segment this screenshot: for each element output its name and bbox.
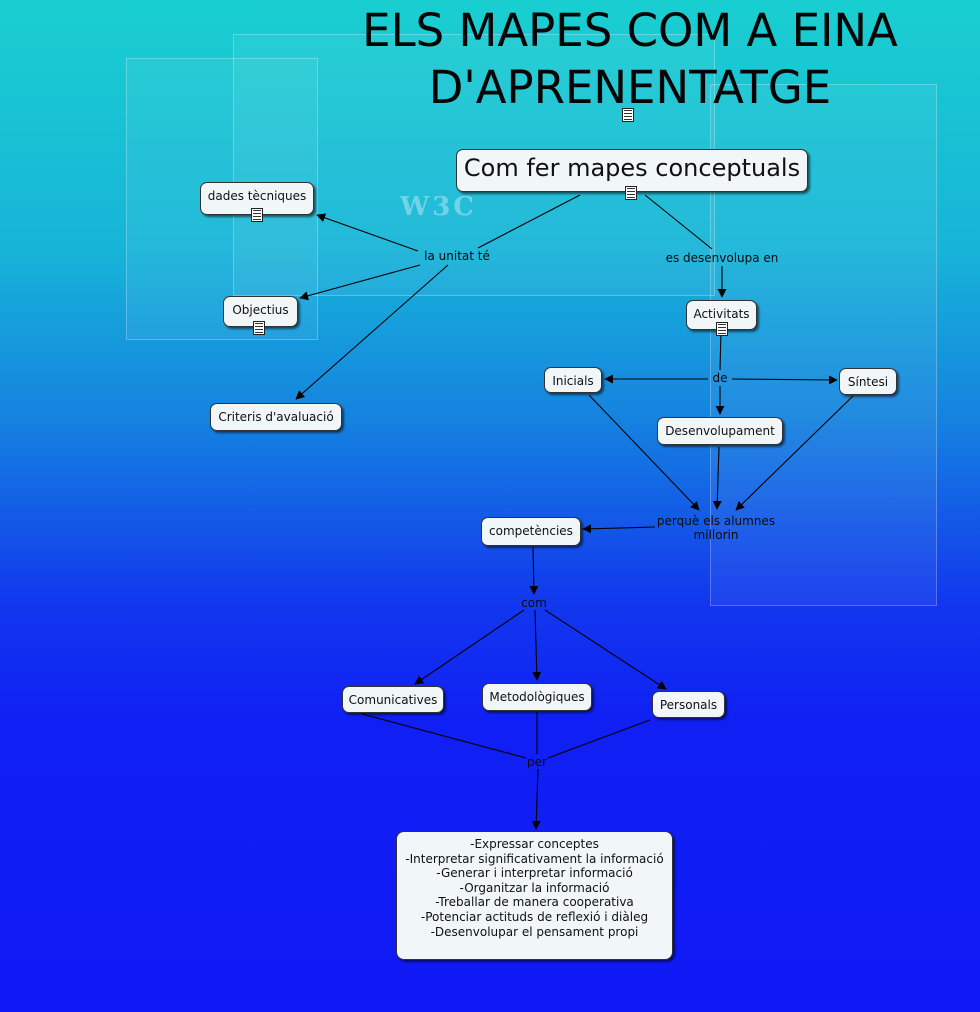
document-icon[interactable] bbox=[253, 321, 265, 335]
list-item: -Organitzar la informació bbox=[459, 880, 610, 895]
ghost-w3c-logo: W3C bbox=[400, 192, 477, 222]
linking-phrase-text: perquè els alumnes millorin bbox=[656, 514, 776, 542]
concept-personals[interactable]: Personals bbox=[652, 691, 725, 718]
concept-inicials[interactable]: Inicials bbox=[544, 367, 602, 393]
linking-phrase-unitat[interactable]: la unitat té bbox=[424, 249, 490, 263]
list-item: -Desenvolupar el pensament propi bbox=[430, 924, 639, 939]
list-item: -Treballar de manera cooperativa bbox=[435, 895, 634, 910]
list-item: -Interpretar significativament la inform… bbox=[405, 851, 664, 866]
linking-phrase-com[interactable]: com bbox=[521, 596, 547, 610]
concept-desenvolupament[interactable]: Desenvolupament bbox=[657, 417, 783, 445]
concept-sintesi[interactable]: Síntesi bbox=[839, 368, 897, 395]
document-icon[interactable] bbox=[625, 186, 637, 200]
list-item: -Expressar conceptes bbox=[470, 837, 599, 851]
concept-main[interactable]: Com fer mapes conceptuals bbox=[456, 149, 808, 192]
concept-competencies[interactable]: competències bbox=[481, 517, 581, 546]
linking-phrase-de[interactable]: de bbox=[712, 371, 728, 385]
concept-criteris[interactable]: Criteris d'avaluació bbox=[210, 403, 342, 431]
concept-list[interactable]: -Expressar conceptes -Interpretar signif… bbox=[396, 831, 673, 960]
concept-metodologiques[interactable]: Metodològiques bbox=[482, 683, 592, 711]
list-item: -Potenciar actituds de reflexió i diàleg bbox=[420, 909, 649, 924]
concept-comunicatives[interactable]: Comunicatives bbox=[342, 686, 444, 713]
linking-phrase-per[interactable]: per bbox=[527, 755, 547, 769]
document-icon[interactable] bbox=[622, 108, 634, 122]
document-icon[interactable] bbox=[716, 322, 728, 336]
page-title: ELS MAPES COM A EINA D'APRENENTATGE bbox=[362, 4, 898, 114]
document-icon[interactable] bbox=[251, 208, 263, 222]
list-item: -Generar i interpretar informació bbox=[436, 866, 633, 881]
linking-phrase-desenvolupa[interactable]: es desenvolupa en bbox=[665, 251, 779, 265]
linking-phrase-perque[interactable]: perquè els alumnes millorin bbox=[652, 514, 780, 542]
